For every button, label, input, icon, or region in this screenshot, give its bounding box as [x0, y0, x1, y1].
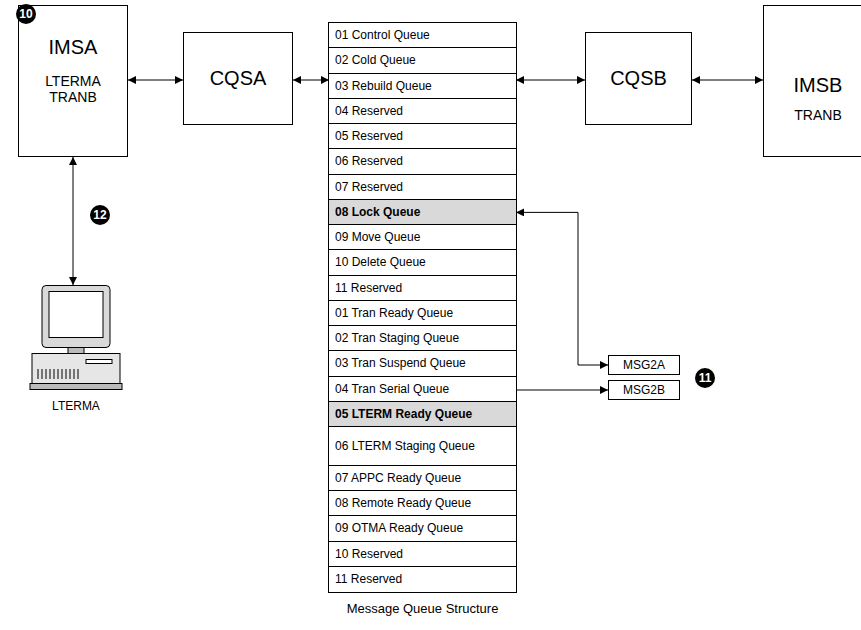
message-box: MSG2A — [608, 355, 680, 375]
terminal-node: LTERMA — [28, 285, 124, 413]
queue-name: 05 Reserved — [335, 129, 403, 143]
box-label: MSG2A — [623, 358, 665, 372]
vent-lines — [38, 369, 78, 379]
box-label: TRANB — [49, 89, 96, 105]
connector-arrow — [516, 212, 608, 365]
keyboard — [30, 384, 122, 390]
queue-row: 06 LTERM Staging Queue — [329, 427, 516, 466]
box-label: IMSA — [49, 36, 98, 59]
queue-name: 08 Lock Queue — [335, 205, 420, 219]
connector-arrow — [128, 80, 183, 81]
box-label: MSG2B — [623, 383, 665, 397]
queue-name: 03 Tran Suspend Queue — [335, 356, 466, 370]
queue-name: 09 Move Queue — [335, 230, 420, 244]
callout-number: 11 — [695, 368, 715, 388]
cqs-box: CQSB — [585, 32, 692, 125]
queue-row: 05 Reserved — [329, 124, 516, 149]
box-label: CQSA — [210, 67, 267, 90]
structure-caption: Message Queue Structure — [289, 601, 556, 617]
connector-arrow — [73, 157, 74, 285]
box-label: CQSB — [610, 67, 667, 90]
queue-row: 04 Reserved — [329, 99, 516, 124]
queue-row: 03 Rebuild Queue — [329, 74, 516, 99]
box-label: IMSB — [794, 74, 843, 97]
queue-name: 10 Reserved — [335, 547, 403, 561]
queue-row: 06 Reserved — [329, 149, 516, 174]
queue-row: 01 Tran Ready Queue — [329, 301, 516, 326]
ims-box: IMSA LTERMATRANB — [18, 5, 128, 157]
queue-name: 10 Delete Queue — [335, 255, 426, 269]
queue-row: 08 Remote Ready Queue — [329, 491, 516, 516]
queue-name: 07 APPC Ready Queue — [335, 471, 461, 485]
queue-name: 01 Tran Ready Queue — [335, 306, 453, 320]
queue-row: 02 Cold Queue — [329, 48, 516, 73]
computer-icon — [28, 285, 124, 395]
queue-name: 07 Reserved — [335, 180, 403, 194]
queue-row: 09 Move Queue — [329, 225, 516, 250]
message-box: MSG2B — [608, 380, 680, 400]
queue-row: 01 Control Queue — [329, 23, 516, 48]
queue-name: 06 Reserved — [335, 154, 403, 168]
queue-row: 11 Reserved — [329, 567, 516, 592]
queue-row: 10 Reserved — [329, 542, 516, 567]
connector-arrow — [692, 80, 763, 81]
queue-name: 11 Reserved — [335, 572, 402, 586]
queue-row: 05 LTERM Ready Queue — [329, 402, 516, 427]
connector-arrow — [293, 80, 329, 81]
queue-name: 06 LTERM Staging Queue — [335, 439, 475, 453]
cqs-box: CQSA — [183, 32, 293, 125]
queue-name: 05 LTERM Ready Queue — [335, 407, 472, 421]
callout-number: 10 — [16, 4, 36, 24]
queue-name: 01 Control Queue — [335, 28, 430, 42]
queue-row: 07 APPC Ready Queue — [329, 466, 516, 491]
queue-name: 08 Remote Ready Queue — [335, 496, 471, 510]
queue-name: 04 Tran Serial Queue — [335, 382, 449, 396]
queue-row: 04 Tran Serial Queue — [329, 377, 516, 402]
queue-row: 10 Delete Queue — [329, 250, 516, 275]
queue-name: 09 OTMA Ready Queue — [335, 521, 463, 535]
queue-row: 07 Reserved — [329, 175, 516, 200]
queue-name: 11 Reserved — [335, 281, 402, 295]
queue-row: 02 Tran Staging Queue — [329, 326, 516, 351]
system-unit — [32, 354, 120, 384]
queue-name: 04 Reserved — [335, 104, 403, 118]
ims-box: IMSB TRANB — [763, 5, 861, 157]
connector-arrow — [516, 80, 585, 81]
connector-arrow — [516, 390, 608, 391]
box-label: LTERMA — [52, 399, 100, 413]
drive-slot — [86, 360, 112, 364]
queue-row: 11 Reserved — [329, 276, 516, 301]
box-label: LTERMA — [45, 73, 101, 89]
callout-number: 12 — [90, 205, 110, 225]
queue-row: 08 Lock Queue — [329, 200, 516, 225]
queue-name: 03 Rebuild Queue — [335, 79, 432, 93]
queue-name: 02 Cold Queue — [335, 53, 416, 67]
monitor-frame — [42, 286, 110, 348]
monitor-screen — [49, 292, 103, 338]
queue-row: 09 OTMA Ready Queue — [329, 516, 516, 541]
queue-name: 02 Tran Staging Queue — [335, 331, 459, 345]
monitor-stand — [68, 348, 84, 354]
queue-structure: Message Queue Structure01 Control Queue0… — [328, 22, 517, 593]
queue-row: 03 Tran Suspend Queue — [329, 351, 516, 376]
box-label: TRANB — [794, 107, 841, 123]
